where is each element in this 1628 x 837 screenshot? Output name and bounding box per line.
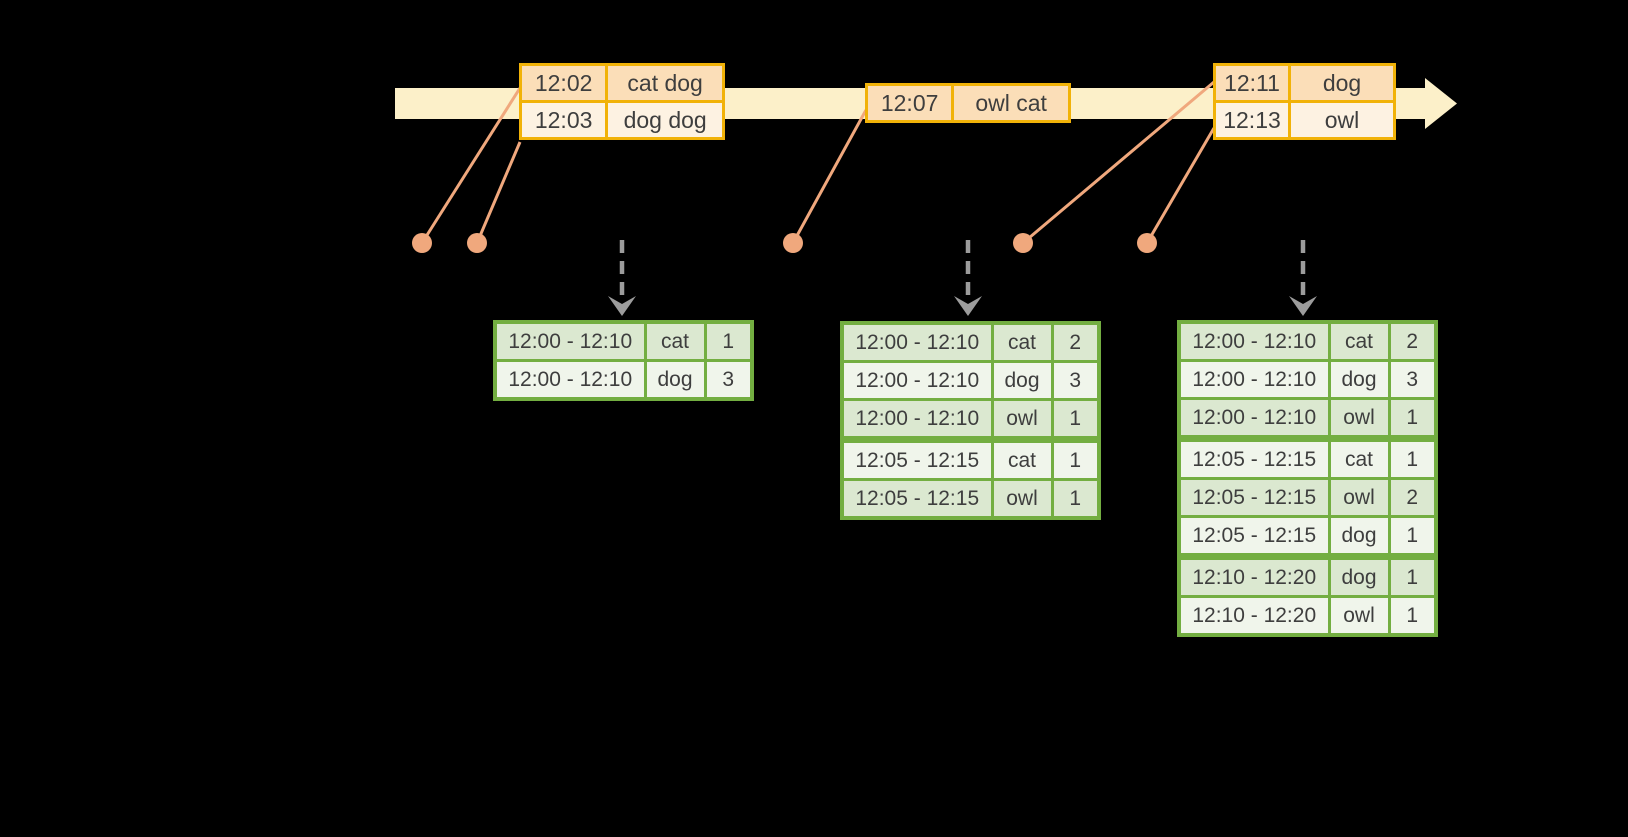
table-cell: dog	[643, 359, 707, 401]
table-cell: cat	[1327, 435, 1391, 480]
table-cell: dog	[1327, 359, 1391, 400]
event-connector-line	[475, 141, 522, 244]
table-cell: owl	[1327, 397, 1391, 440]
table-cell: owl	[1327, 477, 1391, 518]
event-connector-line	[791, 109, 868, 244]
table-cell: 2	[1050, 321, 1101, 363]
table-cell: 12:00 - 12:10	[1177, 320, 1331, 362]
table-cell: dog dog	[605, 100, 725, 140]
table-cell: 1	[1050, 478, 1101, 520]
table-cell: 1	[1387, 595, 1438, 637]
table-cell: cat	[643, 320, 707, 362]
table-cell: 12:00 - 12:10	[493, 359, 647, 401]
table-cell: 12:05 - 12:15	[1177, 435, 1331, 480]
table-cell: owl	[990, 478, 1054, 520]
emit-arrow-icon	[954, 240, 982, 316]
table-cell: 12:05 - 12:15	[840, 478, 994, 520]
table-cell: 12:00 - 12:10	[1177, 359, 1331, 400]
event-dot	[412, 233, 432, 253]
table-cell: 12:03	[518, 100, 609, 140]
table-cell: 1	[1050, 436, 1101, 481]
table-cell: 12:10 - 12:20	[1177, 553, 1331, 598]
table-cell: 3	[703, 359, 754, 401]
table-cell: owl	[1288, 100, 1396, 140]
table-cell: 12:00 - 12:10	[840, 321, 994, 363]
table-cell: 12:05 - 12:15	[1177, 477, 1331, 518]
table-cell: 12:02	[518, 63, 609, 103]
emit-arrow-icon	[1289, 240, 1317, 316]
table-cell: 12:07	[864, 83, 955, 123]
event-connector-line	[420, 87, 522, 244]
table-cell: 2	[1387, 477, 1438, 518]
table-cell: cat	[990, 436, 1054, 481]
table-cell: 12:10 - 12:20	[1177, 595, 1331, 637]
event-dot	[783, 233, 803, 253]
table-cell: 1	[1050, 398, 1101, 441]
table-cell: 3	[1387, 359, 1438, 400]
event-connector-line	[1022, 80, 1215, 245]
table-cell: 2	[1387, 320, 1438, 362]
table-cell: 1	[1387, 553, 1438, 598]
table-cell: dog	[1288, 63, 1396, 103]
table-cell: dog	[1327, 553, 1391, 598]
table-cell: 12:00 - 12:10	[840, 398, 994, 441]
timeline-arrowhead-icon	[1425, 78, 1457, 129]
table-cell: 12:00 - 12:10	[840, 360, 994, 401]
table-cell: dog	[1327, 515, 1391, 558]
table-cell: owl	[990, 398, 1054, 441]
table-cell: owl	[1327, 595, 1391, 637]
table-cell: 1	[1387, 435, 1438, 480]
table-cell: cat	[990, 321, 1054, 363]
table-cell: 3	[1050, 360, 1101, 401]
table-cell: 1	[1387, 515, 1438, 558]
table-cell: 12:00 - 12:10	[493, 320, 647, 362]
table-cell: 12:05 - 12:15	[840, 436, 994, 481]
table-cell: 12:00 - 12:10	[1177, 397, 1331, 440]
table-cell: 1	[1387, 397, 1438, 440]
table-cell: dog	[990, 360, 1054, 401]
event-dot	[1013, 233, 1033, 253]
event-connector-line	[1145, 127, 1216, 244]
table-cell: cat	[1327, 320, 1391, 362]
table-cell: 12:05 - 12:15	[1177, 515, 1331, 558]
event-dot	[467, 233, 487, 253]
table-cell: 12:13	[1213, 100, 1291, 140]
table-cell: cat dog	[605, 63, 725, 103]
table-cell: 1	[703, 320, 754, 362]
table-cell: 12:11	[1213, 63, 1291, 103]
event-dot	[1137, 233, 1157, 253]
table-cell: owl cat	[951, 83, 1071, 123]
emit-arrow-icon	[608, 240, 636, 316]
